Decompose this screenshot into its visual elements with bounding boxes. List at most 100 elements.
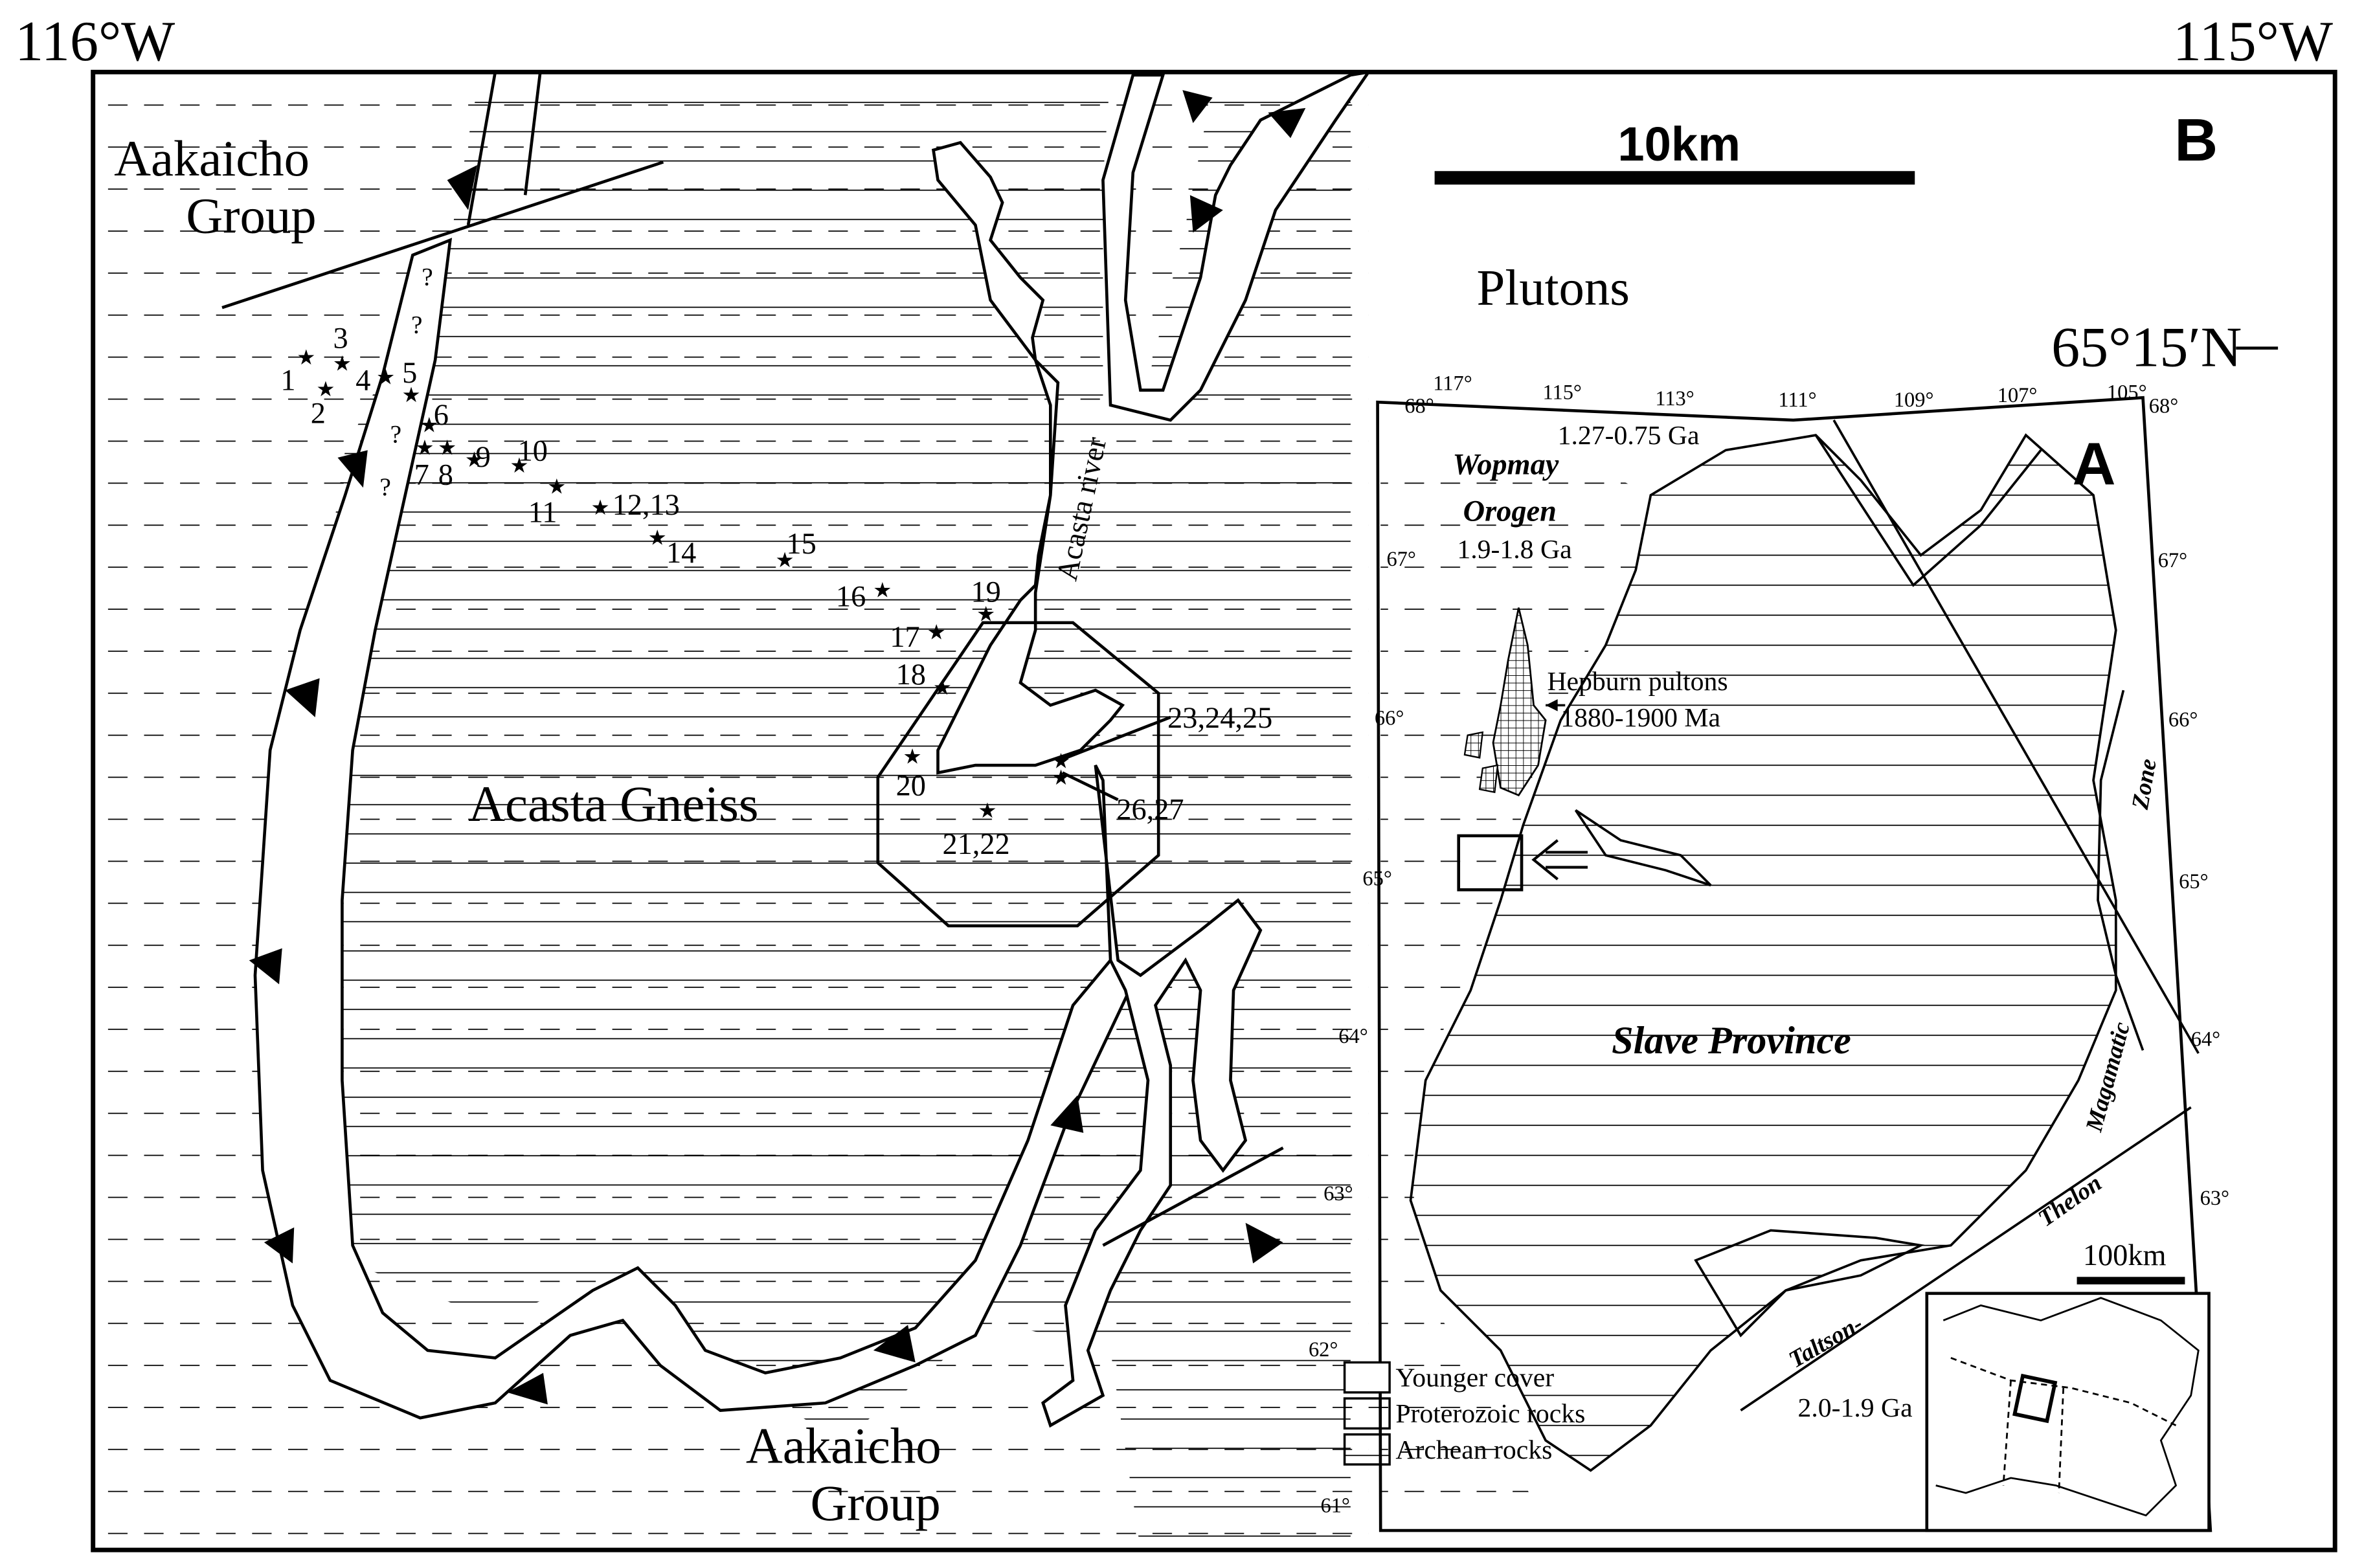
svg-text:★: ★ — [648, 526, 667, 550]
sample-label-6: 6 — [434, 399, 449, 432]
svg-text:★: ★ — [510, 454, 528, 478]
svg-text:★: ★ — [976, 603, 995, 627]
svg-text:62°: 62° — [1309, 1338, 1338, 1361]
svg-text:★: ★ — [927, 621, 946, 644]
svg-text:61°: 61° — [1320, 1494, 1349, 1518]
svg-text:117°: 117° — [1433, 372, 1472, 396]
svg-text:115°: 115° — [1542, 381, 1581, 405]
sample-label-3: 3 — [333, 322, 348, 355]
svg-text:★: ★ — [1052, 767, 1070, 790]
svg-text:★: ★ — [873, 579, 892, 602]
question-mark: ? — [422, 262, 433, 291]
svg-text:★: ★ — [333, 353, 352, 376]
sample-label-1: 1 — [280, 364, 295, 398]
legend-swatch-proterozoic — [1343, 1397, 1391, 1430]
svg-text:109°: 109° — [1894, 388, 1934, 412]
question-mark: ? — [390, 420, 401, 449]
svg-text:★: ★ — [297, 346, 315, 370]
sample-stars: ★★ ★★ ★★ ★★ ★★ ★★ ★★ ★★ ★★ ★★ ★★ — [297, 346, 1070, 823]
legend-label-archean: Archean rocks — [1395, 1435, 1552, 1465]
wopmay-orogen-line1: Wopmay — [1452, 448, 1559, 481]
svg-text:105°: 105° — [2107, 381, 2147, 405]
sample-label-26-27: 26,27 — [1116, 793, 1184, 826]
scale-label-100km: 100km — [2083, 1239, 2167, 1272]
sample-label-11: 11 — [528, 497, 557, 530]
legend-label-proterozoic: Proterozoic rocks — [1395, 1399, 1585, 1429]
plutons-label: Plutons — [1477, 260, 1630, 317]
sample-label-16: 16 — [836, 580, 866, 613]
sample-label-20: 20 — [896, 769, 926, 802]
svg-text:★: ★ — [933, 677, 952, 700]
svg-text:★: ★ — [776, 549, 794, 572]
sample-label-23-24-25: 23,24,25 — [1167, 702, 1272, 735]
svg-text:★: ★ — [465, 449, 484, 472]
sample-label-19: 19 — [971, 576, 1000, 609]
aakaicho-group-top-line1: Aakaicho — [114, 131, 310, 187]
legend-swatch-archean — [1343, 1433, 1391, 1466]
svg-text:66°: 66° — [2168, 708, 2198, 732]
longitude-left-label: 116°W — [15, 10, 175, 73]
svg-text:★: ★ — [415, 436, 434, 460]
hepburn-age-label: 1880-1900 Ma — [1560, 703, 1720, 733]
panel-a: 100km Younger cover Proterozoic rocks Ar… — [1343, 396, 2212, 1532]
panel-b — [93, 72, 1369, 1551]
svg-text:64°: 64° — [1338, 1025, 1368, 1048]
svg-text:113°: 113° — [1655, 387, 1694, 410]
sample-label-2: 2 — [311, 398, 326, 431]
sample-labels: 1 2 3 4 5 6 7 8 9 10 11 12,13 14 15 16 1… — [280, 322, 1272, 861]
svg-text:★: ★ — [1052, 750, 1070, 774]
sample-label-18: 18 — [896, 658, 926, 691]
sample-label-10: 10 — [518, 435, 548, 468]
sample-label-17: 17 — [890, 621, 919, 654]
hepburn-plutons — [1492, 607, 1547, 797]
svg-text:★: ★ — [420, 414, 438, 438]
sample-label-12-13: 12,13 — [613, 489, 680, 522]
svg-text:63°: 63° — [2200, 1187, 2229, 1210]
svg-text:63°: 63° — [1323, 1182, 1353, 1205]
river-south — [1041, 764, 1263, 1428]
svg-text:★: ★ — [978, 800, 996, 823]
svg-text:64°: 64° — [2191, 1027, 2220, 1051]
study-area-arrow — [1531, 839, 1588, 880]
sample-label-4: 4 — [355, 364, 370, 398]
study-area-box — [1457, 834, 1524, 891]
aakaicho-group-top-line2: Group — [186, 188, 316, 244]
acasta-gneiss-label: Acasta Gneiss — [468, 776, 758, 833]
question-mark: ? — [379, 473, 390, 501]
sample-label-7: 7 — [414, 459, 429, 492]
svg-text:★: ★ — [316, 378, 335, 401]
proterozoic-area — [1380, 450, 1651, 1531]
aakaicho-group-bottom-line2: Group — [811, 1475, 941, 1532]
uncertain-marks: ? ? ? ? — [379, 262, 433, 500]
aakaicho-group-bottom-line1: Aakaicho — [746, 1418, 941, 1475]
scale-label-10km: 10km — [1617, 117, 1740, 171]
svg-text:67°: 67° — [1386, 548, 1415, 571]
legend-swatch-younger-cover — [1343, 1361, 1391, 1394]
panel-b-lines — [221, 71, 1284, 1247]
sample-label-9: 9 — [476, 441, 491, 474]
taltson-age-label: 2.0-1.9 Ga — [1797, 1393, 1912, 1423]
wopmay-orogen-line2: Orogen — [1463, 495, 1557, 528]
svg-text:66°: 66° — [1375, 706, 1404, 730]
scale-bar-10km — [1434, 171, 1915, 185]
svg-text:★: ★ — [376, 366, 395, 389]
svg-text:★: ★ — [438, 436, 456, 460]
right-latitude-ticks: 68° 67° 66° 65° 64° 63° — [2149, 394, 2229, 1210]
hepburn-plutons-label: Hepburn pultons — [1547, 667, 1728, 697]
western-belt — [253, 238, 1135, 1420]
svg-text:68°: 68° — [1404, 394, 1434, 418]
svg-text:111°: 111° — [1778, 388, 1816, 412]
inset-location-box — [2012, 1373, 2058, 1424]
sample-label-15: 15 — [786, 528, 816, 561]
svg-text:68°: 68° — [2149, 394, 2178, 418]
svg-text:★: ★ — [401, 384, 420, 407]
slave-province-label: Slave Province — [1612, 1019, 1851, 1062]
sample-label-5: 5 — [402, 357, 417, 390]
svg-text:★: ★ — [547, 476, 566, 499]
panel-a-letter: A — [2073, 431, 2116, 498]
top-longitude-ticks: 117° 115° 113° 111° 109° 107° 105° — [1433, 372, 2146, 412]
latitude-label: 65°15′N — [2051, 317, 2242, 379]
archean-area — [1409, 433, 2117, 1472]
svg-text:★: ★ — [903, 746, 922, 769]
